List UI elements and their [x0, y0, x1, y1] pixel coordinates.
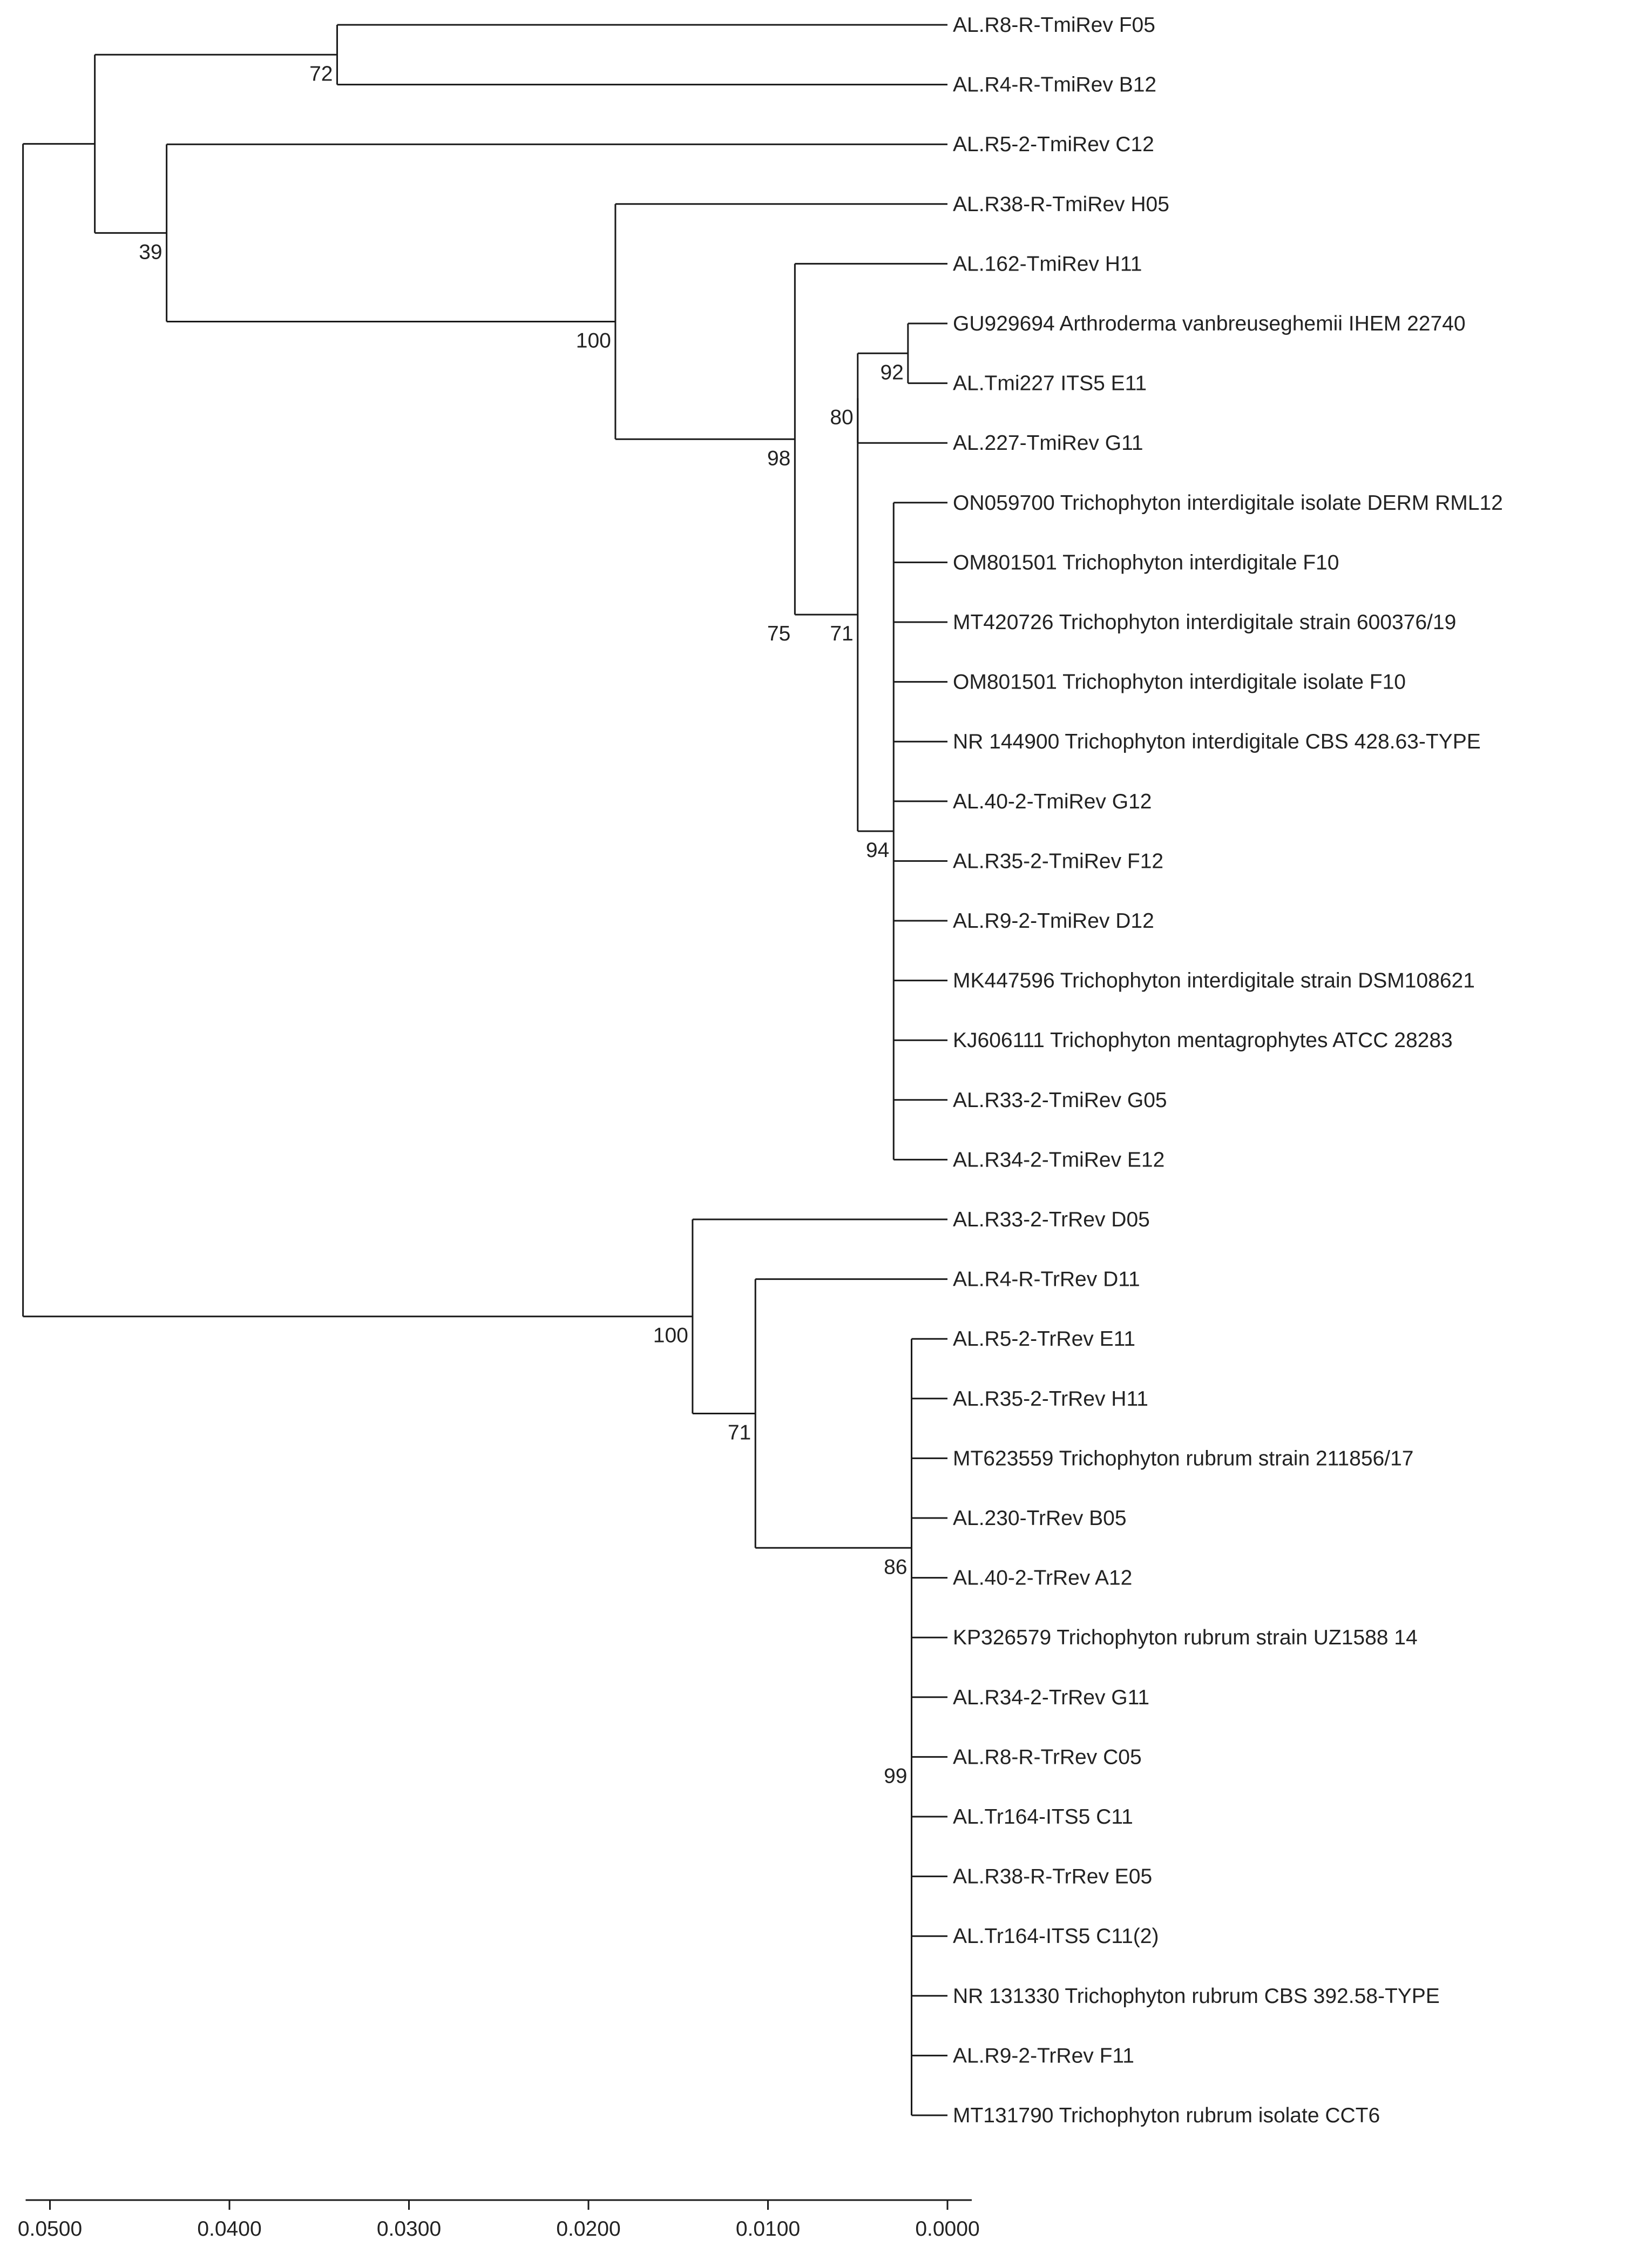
bootstrap-value: 72: [309, 62, 333, 85]
axis-tick-label: 0.0400: [197, 2217, 261, 2241]
leaf-label: AL.R34-2-TrRev G11: [953, 1686, 1149, 1709]
bootstrap-value: 86: [884, 1555, 907, 1579]
leaf-label: AL.R5-2-TrRev E11: [953, 1327, 1135, 1351]
leaf-label: KP326579 Trichophyton rubrum strain UZ15…: [953, 1626, 1418, 1649]
leaf-label: AL.R33-2-TrRev D05: [953, 1208, 1150, 1231]
leaf-label: AL.Tr164-ITS5 C11(2): [953, 1925, 1159, 1948]
leaf-label: MT420726 Trichophyton interdigitale stra…: [953, 611, 1456, 634]
leaf-label: NR 144900 Trichophyton interdigitale CBS…: [953, 730, 1481, 753]
leaf-label: AL.R8-R-TmiRev F05: [953, 14, 1155, 37]
leaf-label: AL.R4-R-TrRev D11: [953, 1268, 1140, 1291]
leaf-label: MT623559 Trichophyton rubrum strain 2118…: [953, 1447, 1413, 1470]
axis-tick-label: 0.0000: [915, 2217, 979, 2241]
bootstrap-value: 94: [866, 839, 889, 862]
leaf-label: AL.227-TmiRev G11: [953, 431, 1143, 455]
bootstrap-value: 71: [728, 1421, 751, 1444]
leaf-label: AL.R38-R-TmiRev H05: [953, 193, 1169, 216]
tree-branches: [22, 24, 947, 2116]
leaf-label: OM801501 Trichophyton interdigitale F10: [953, 551, 1339, 574]
bootstrap-value: 100: [653, 1324, 688, 1347]
leaf-label: AL.R4-R-TmiRev B12: [953, 73, 1156, 97]
leaf-label: AL.R9-2-TmiRev D12: [953, 909, 1154, 933]
bootstrap-value: 39: [139, 240, 162, 264]
leaf-label: MK447596 Trichophyton interdigitale stra…: [953, 969, 1475, 993]
bootstrap-value: 71: [830, 622, 853, 645]
leaf-label: NR 131330 Trichophyton rubrum CBS 392.58…: [953, 1985, 1440, 2008]
leaf-label: ON059700 Trichophyton interdigitale isol…: [953, 491, 1503, 515]
leaf-label: AL.R38-R-TrRev E05: [953, 1865, 1152, 1888]
leaf-label: AL.R35-2-TmiRev F12: [953, 849, 1163, 873]
leaf-label: AL.162-TmiRev H11: [953, 252, 1142, 275]
leaf-label: AL.R8-R-TrRev C05: [953, 1745, 1142, 1769]
leaf-label: AL.40-2-TmiRev G12: [953, 790, 1152, 813]
leaf-label: OM801501 Trichophyton interdigitale isol…: [953, 671, 1406, 694]
axis-tick-label: 0.0500: [18, 2217, 82, 2241]
bootstrap-value: 99: [884, 1764, 907, 1787]
leaf-label: AL.230-TrRev B05: [953, 1507, 1127, 1530]
leaf-label: AL.R33-2-TmiRev G05: [953, 1089, 1167, 1112]
axis-tick-label: 0.0300: [377, 2217, 441, 2241]
leaf-label: KJ606111 Trichophyton mentagrophytes ATC…: [953, 1029, 1453, 1052]
leaf-label: AL.R5-2-TmiRev C12: [953, 133, 1154, 156]
leaf-label: AL.Tmi227 ITS5 E11: [953, 372, 1147, 395]
leaf-label: AL.R35-2-TrRev H11: [953, 1387, 1148, 1411]
leaf-label: AL.R34-2-TmiRev E12: [953, 1148, 1164, 1171]
leaf-label: AL.R9-2-TrRev F11: [953, 2044, 1134, 2067]
distance-axis: 0.0500 0.0400 0.0300 0.0200 0.0100 0.0000: [18, 2199, 980, 2241]
bootstrap-value: 92: [880, 361, 903, 384]
axis-tick-label: 0.0200: [556, 2217, 620, 2241]
axis-tick-label: 0.0100: [736, 2217, 800, 2241]
leaf-label: GU929694 Arthroderma vanbreuseghemii IHE…: [953, 312, 1466, 335]
bootstrap-value: 98: [767, 447, 790, 470]
bootstrap-labels: 72 92 80 94 71 75 98 100 39 99 86 71 100: [139, 62, 907, 1787]
leaf-label: AL.40-2-TrRev A12: [953, 1567, 1132, 1590]
leaf-label: AL.Tr164-ITS5 C11: [953, 1805, 1133, 1829]
bootstrap-value: 75: [767, 622, 790, 645]
bootstrap-value: 80: [830, 406, 853, 429]
bootstrap-value: 100: [576, 329, 611, 353]
leaf-label: MT131790 Trichophyton rubrum isolate CCT…: [953, 2104, 1380, 2127]
